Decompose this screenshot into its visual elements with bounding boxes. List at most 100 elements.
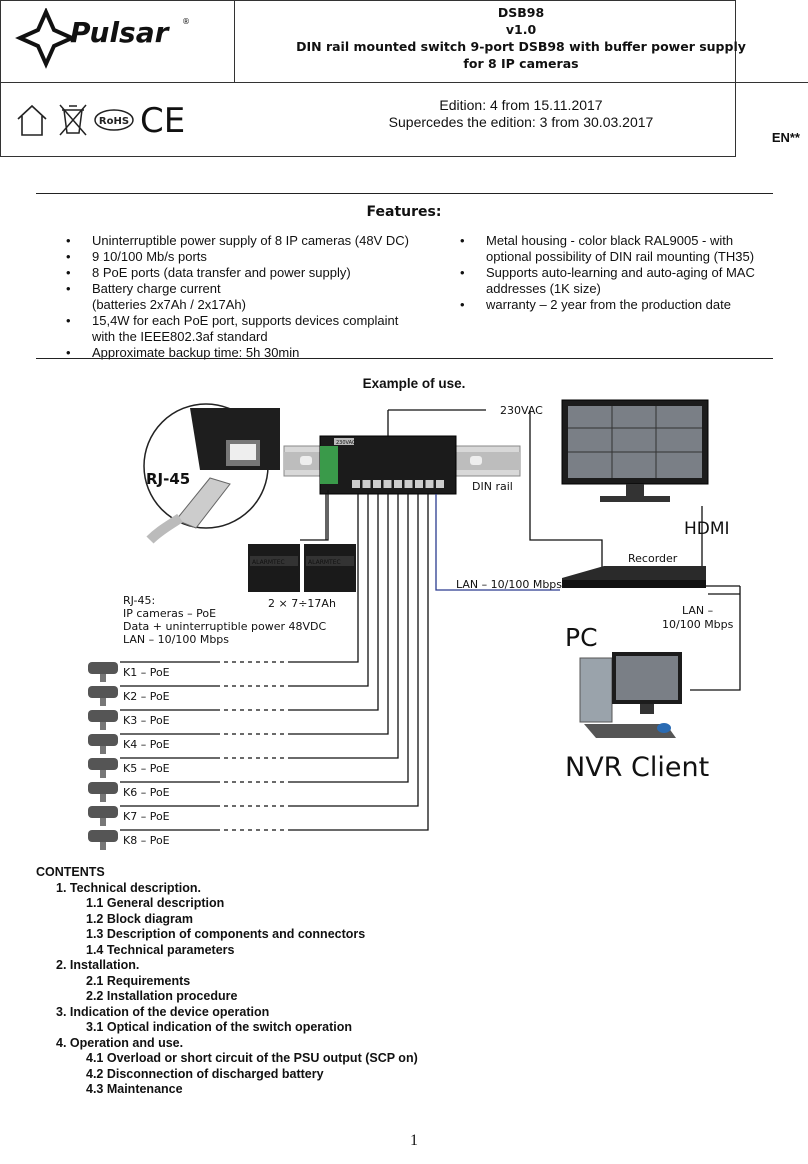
toc-entry: 3.1 Optical indication of the switch ope… — [86, 1020, 353, 1034]
toc-entry: 4.3 Maintenance — [86, 1082, 183, 1096]
weee-bin-icon — [59, 104, 87, 136]
rj45-info-2: IP cameras – PoE — [123, 607, 216, 620]
edition-info: Edition: 4 from 15.11.2017 Supercedes th… — [234, 97, 808, 131]
feature-item: 8 PoE ports (data transfer and power sup… — [64, 265, 444, 281]
ip-camera — [88, 782, 118, 802]
switch-port — [425, 480, 434, 488]
toc-entry: 1.2 Block diagram — [86, 911, 193, 926]
toc-entry: 1.1 General description — [86, 896, 225, 910]
ip-camera — [88, 758, 118, 778]
feature-item: Uninterruptible power supply of 8 IP cam… — [64, 233, 444, 249]
divider — [36, 193, 773, 194]
camera-wire — [120, 494, 369, 687]
camera-wire — [120, 494, 359, 663]
camera-label: K5 – PoE — [123, 762, 170, 775]
language-code: EN** — [771, 130, 800, 145]
toc-entry: 4.2 Disconnection of discharged battery — [86, 1066, 324, 1081]
ip-camera — [88, 662, 118, 682]
edition-line: Edition: 4 from 15.11.2017 — [439, 97, 603, 113]
camera-wires — [120, 494, 429, 831]
rohs-icon: RoHS — [94, 109, 134, 131]
pc-label: PC — [565, 623, 598, 652]
toc-entry: 1.3 Description of components and connec… — [86, 927, 366, 941]
recorder-label: Recorder — [628, 552, 678, 565]
registered-mark: ® — [182, 17, 190, 26]
document-title: DSB98 v1.0 DIN rail mounted switch 9-por… — [234, 4, 808, 72]
switch-port — [383, 480, 392, 488]
feature-item: Metal housing - color black RAL9005 - wi… — [458, 233, 778, 265]
title-line: v1.0 — [505, 22, 537, 37]
rj45-info-1: RJ-45: — [123, 594, 155, 607]
feature-item: 9 10/100 Mb/s ports — [64, 249, 444, 265]
title-line: for 8 IP cameras — [463, 56, 579, 71]
table-of-contents: CONTENTS 1. Technical description.1.1 Ge… — [36, 865, 418, 1098]
ce-mark-icon: CE — [140, 103, 185, 137]
toc-entry: 2. Installation. — [56, 958, 140, 972]
ip-camera — [88, 806, 118, 826]
features-title: Features: — [366, 204, 442, 220]
lan-left-label: LAN – 10/100 Mbps — [456, 578, 562, 591]
feature-item: warranty – 2 year from the production da… — [458, 297, 778, 313]
camera-label: K7 – PoE — [123, 810, 170, 823]
toc-entry: 1.4 Technical parameters — [86, 942, 235, 957]
supersedes-line: Supercedes the edition: 3 from 30.03.201… — [388, 114, 654, 130]
brand-name: Pulsar — [70, 16, 171, 49]
toc-entry: 1. Technical description. — [56, 880, 201, 895]
feature-item: Approximate backup time: 5h 30min — [64, 345, 444, 361]
toc-entry: 2.1 Requirements — [86, 973, 191, 988]
switch-port — [352, 480, 360, 488]
switch-device: 230VAC — [319, 435, 457, 495]
svg-text:230VAC: 230VAC — [336, 440, 356, 446]
ip-camera — [88, 734, 118, 754]
camera-wire — [120, 494, 389, 735]
voltage-label: 230VAC — [500, 404, 543, 417]
certification-icons: RoHS CE — [17, 103, 185, 137]
page-number: 1 — [410, 1132, 418, 1149]
din-rail-label: DIN rail — [472, 480, 513, 493]
battery-label: 2 × 7÷17Ah — [268, 597, 336, 610]
svg-text:CE: CE — [140, 103, 185, 137]
feature-item: Supports auto-learning and auto-aging of… — [458, 265, 778, 297]
ip-camera — [88, 710, 118, 730]
switch-port — [404, 480, 413, 488]
camera-wire — [120, 494, 379, 711]
nvr-client-label: NVR Client — [565, 752, 709, 783]
camera-label: K3 – PoE — [123, 714, 170, 727]
camera-wire — [120, 494, 399, 759]
camera-wire — [120, 494, 409, 783]
lan-wire — [435, 494, 560, 591]
toc-entry: 3. Indication of the device operation — [56, 1004, 270, 1019]
camera-label: K4 – PoE — [123, 738, 170, 751]
recorder: Recorder — [562, 552, 706, 588]
lan-right-label-2: 10/100 Mbps — [662, 618, 734, 631]
camera-label: K1 – PoE — [123, 666, 170, 679]
rj45-info-4: LAN – 10/100 Mbps — [123, 633, 229, 646]
toc-entry: 4. Operation and use. — [56, 1035, 184, 1050]
switch-port — [373, 480, 381, 488]
svg-text:RoHS: RoHS — [99, 116, 129, 127]
hdmi-label: HDMI — [684, 519, 730, 539]
batteries: ALARMTEC ALARMTEC 2 × 7÷17Ah — [248, 544, 356, 610]
feature-item: Battery charge current(batteries 2x7Ah /… — [64, 281, 444, 313]
rj45-callout: RJ-45 — [143, 403, 280, 544]
switch-port — [394, 480, 402, 488]
header-box: Pulsar ® DSB98 v1.0 DIN rail mounted swi… — [0, 0, 808, 157]
toc-entry: 2.2 Installation procedure — [86, 989, 238, 1003]
camera-wire — [120, 494, 419, 807]
lan-right-label-1: LAN – — [682, 604, 713, 617]
features-list-left: Uninterruptible power supply of 8 IP cam… — [64, 233, 444, 361]
rj45-info-3: Data + uninterruptible power 48VDC — [123, 620, 326, 633]
features-list-right: Metal housing - color black RAL9005 - wi… — [458, 233, 778, 313]
pc-workstation — [579, 652, 682, 738]
ip-camera — [88, 830, 118, 850]
monitor — [561, 399, 709, 502]
camera-list: K1 – PoE K2 – PoE K3 – PoE K4 – PoE K5 – PoE… — [88, 662, 170, 850]
pulsar-logo: Pulsar ® — [15, 8, 190, 69]
camera-label: K6 – PoE — [123, 786, 170, 799]
camera-label: K2 – PoE — [123, 690, 170, 703]
switch-ports — [352, 480, 444, 488]
ip-camera — [88, 686, 118, 706]
contents-title: CONTENTS — [36, 865, 105, 879]
switch-port — [415, 480, 423, 488]
